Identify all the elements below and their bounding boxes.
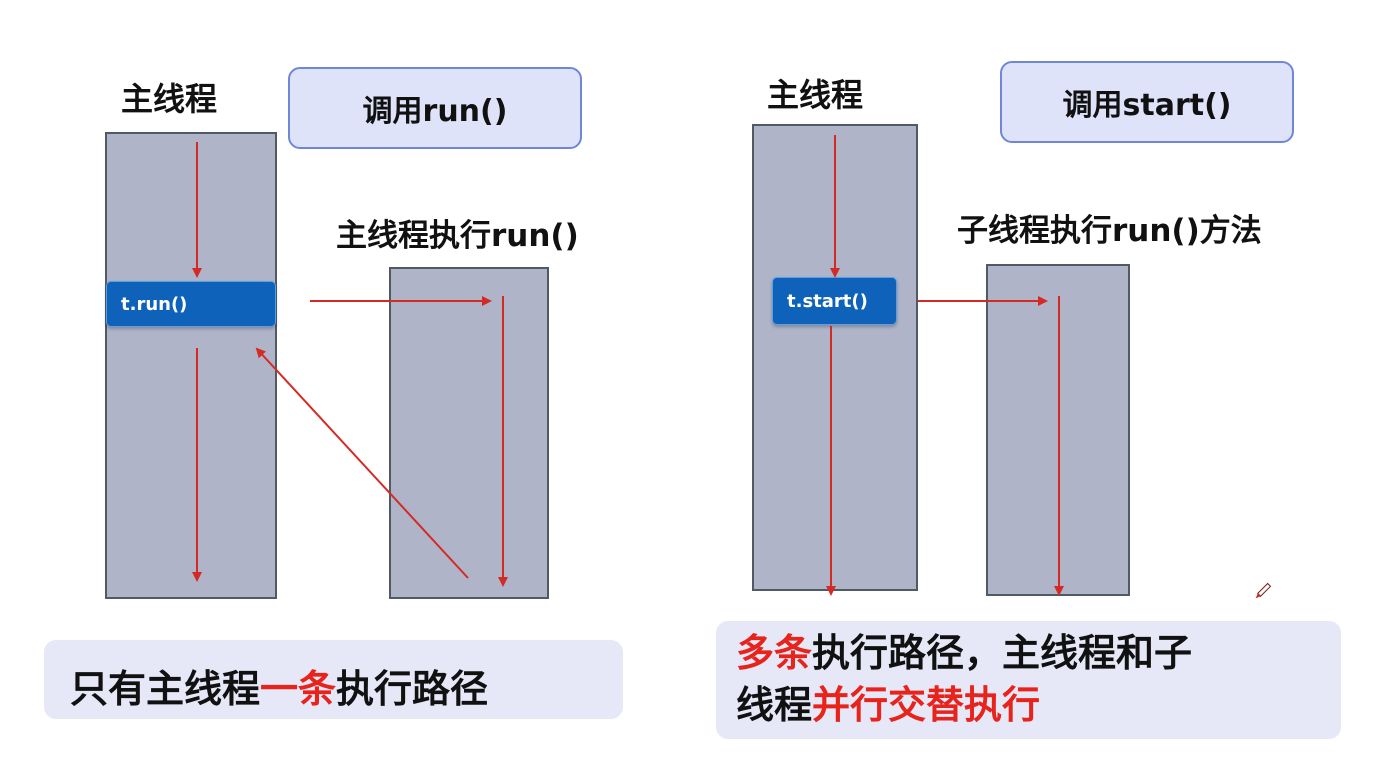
left-side-thread-title: 主线程执行run() <box>336 218 579 254</box>
left-return-arrow <box>255 347 469 579</box>
right-t-start-label: t.start() <box>787 290 868 312</box>
right-summary-line-2: 线程并行交替执行 <box>736 679 1341 731</box>
right-summary-line-1: 多条执行路径，主线程和子 <box>736 627 1341 679</box>
right-main-thread-title: 主线程 <box>767 76 864 114</box>
right-call-start-callout: 调用start() <box>1000 61 1294 143</box>
right-summary-box: 多条执行路径，主线程和子 线程并行交替执行 <box>716 621 1341 739</box>
right-call-start-text: 调用start() <box>1062 88 1232 123</box>
left-call-run-callout: 调用run() <box>288 67 582 149</box>
left-summary-highlight: 一条 <box>260 667 337 711</box>
right-summary-text-2: 线程 <box>736 683 813 727</box>
left-summary-text-2: 执行路径 <box>336 667 489 711</box>
left-call-run-text: 调用run() <box>362 94 508 129</box>
right-summary-highlight-1: 多条 <box>736 631 813 675</box>
right-summary-text-1: 执行路径，主线程和子 <box>812 631 1193 675</box>
right-summary-highlight-2: 并行交替执行 <box>812 683 1041 727</box>
left-main-thread-column <box>105 132 277 599</box>
left-summary-text-1: 只有主线程 <box>70 667 261 711</box>
left-t-run-call: t.run() <box>106 281 276 327</box>
right-t-start-call: t.start() <box>772 277 897 325</box>
pen-cursor-icon <box>1255 582 1272 599</box>
left-summary-box: 只有主线程一条执行路径 <box>44 640 623 719</box>
left-t-run-label: t.run() <box>121 293 188 315</box>
left-main-thread-title: 主线程 <box>121 80 218 118</box>
left-run-column <box>389 267 549 599</box>
right-side-thread-title: 子线程执行run()方法 <box>957 213 1262 249</box>
